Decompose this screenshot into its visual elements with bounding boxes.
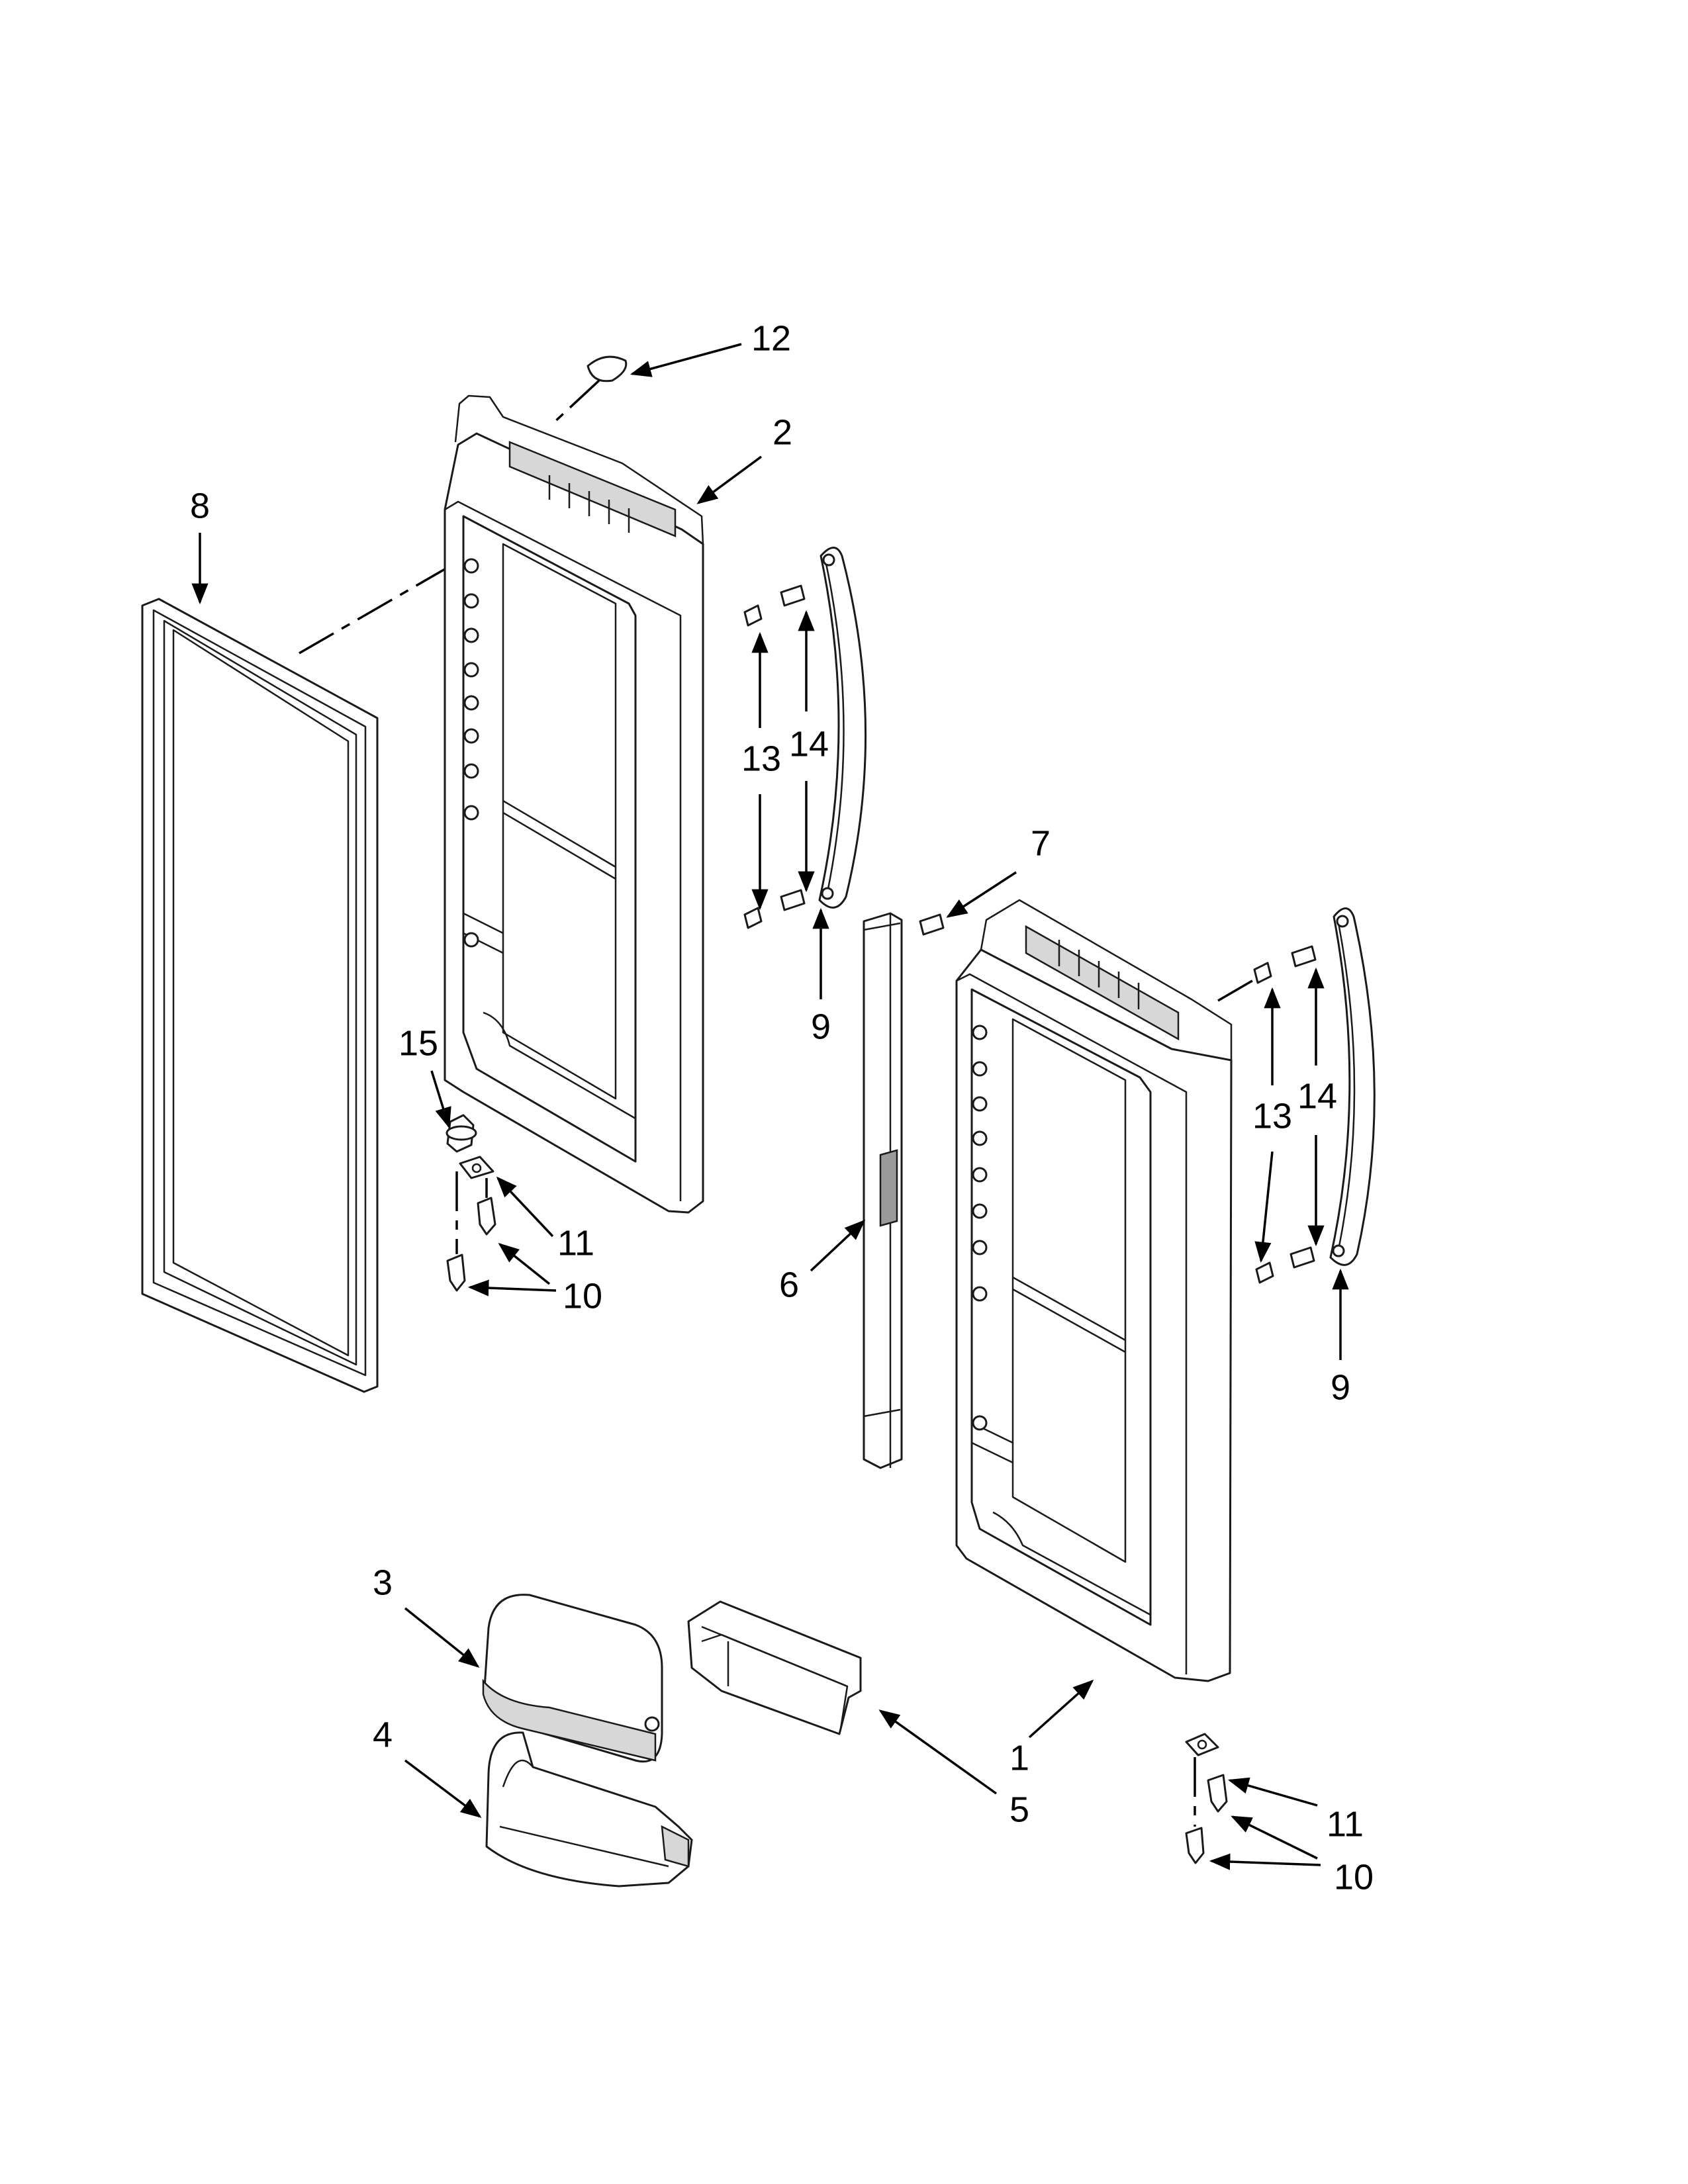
door-gasket (141, 598, 379, 1393)
callout-14-upper: 14 (789, 724, 829, 764)
leader-lines (191, 343, 1349, 1870)
callout-5: 5 (1009, 1790, 1029, 1829)
callout-10-left: 10 (563, 1276, 602, 1316)
leader-10b-lower (1209, 1853, 1321, 1870)
leader-3 (404, 1607, 480, 1668)
right-handle-screws (1253, 945, 1317, 1284)
leader-6 (810, 1219, 866, 1272)
left-handle-screws (743, 584, 806, 929)
callout-labels: 12 2 8 13 14 9 7 15 11 10 6 13 14 9 3 4 … (190, 318, 1374, 1897)
dairy-bin-cover (482, 1594, 663, 1762)
callout-7: 7 (1031, 823, 1051, 863)
center-flip-mullion (863, 912, 903, 1469)
plug-alignment-line (551, 379, 600, 425)
callout-11-right: 11 (1327, 1804, 1364, 1844)
leader-7 (946, 871, 1017, 918)
callout-13-upper: 13 (741, 739, 781, 778)
leader-12 (630, 343, 742, 377)
leader-15 (430, 1070, 451, 1129)
callout-4: 4 (373, 1715, 393, 1754)
leader-1 (1028, 1679, 1094, 1739)
left-hinge-pin (445, 1114, 477, 1153)
callout-9-lower: 9 (1331, 1367, 1350, 1407)
leader-13b-down (1254, 1151, 1274, 1263)
left-hinge-washer (459, 1156, 494, 1179)
callout-15: 15 (399, 1023, 438, 1063)
callout-9-upper: 9 (811, 1007, 831, 1046)
left-refrigerator-door (444, 394, 704, 1214)
leader-10a-lower (467, 1279, 557, 1297)
callout-10-right: 10 (1334, 1857, 1374, 1897)
right-hinge-washer (1185, 1733, 1219, 1756)
callout-13-lower: 13 (1252, 1096, 1292, 1136)
leader-10b-upper (1231, 1815, 1318, 1860)
left-door-handle (818, 547, 867, 909)
mullion-screw (919, 913, 945, 936)
right-door-top-vents (1058, 940, 1140, 1009)
callout-14-lower: 14 (1297, 1076, 1337, 1116)
callout-8: 8 (190, 486, 210, 525)
right-hinge-screws (1185, 1774, 1228, 1864)
leader-10a-upper (498, 1243, 551, 1285)
callout-12: 12 (751, 318, 791, 358)
callout-2: 2 (773, 412, 792, 452)
right-door-bin-clips (972, 1024, 988, 1431)
left-hinge-screws (446, 1197, 496, 1292)
callout-11-left: 11 (557, 1223, 594, 1263)
leader-5 (878, 1709, 998, 1795)
callout-6: 6 (779, 1265, 799, 1304)
leader-2 (696, 455, 763, 504)
left-door-bin-clips (463, 558, 479, 948)
right-door-top-alignment-line (1217, 978, 1255, 1002)
door-top-plug (586, 355, 628, 383)
callout-1: 1 (1009, 1738, 1029, 1778)
leader-11b (1227, 1777, 1318, 1807)
leader-11a (496, 1176, 554, 1238)
door-bin (687, 1600, 862, 1735)
leader-4 (404, 1759, 482, 1818)
right-refrigerator-door (955, 899, 1233, 1682)
dairy-bin (485, 1731, 693, 1888)
door-top-vents (548, 475, 630, 533)
right-door-handle (1329, 907, 1376, 1266)
gasket-alignment-line (299, 502, 560, 655)
callout-3: 3 (373, 1563, 393, 1602)
